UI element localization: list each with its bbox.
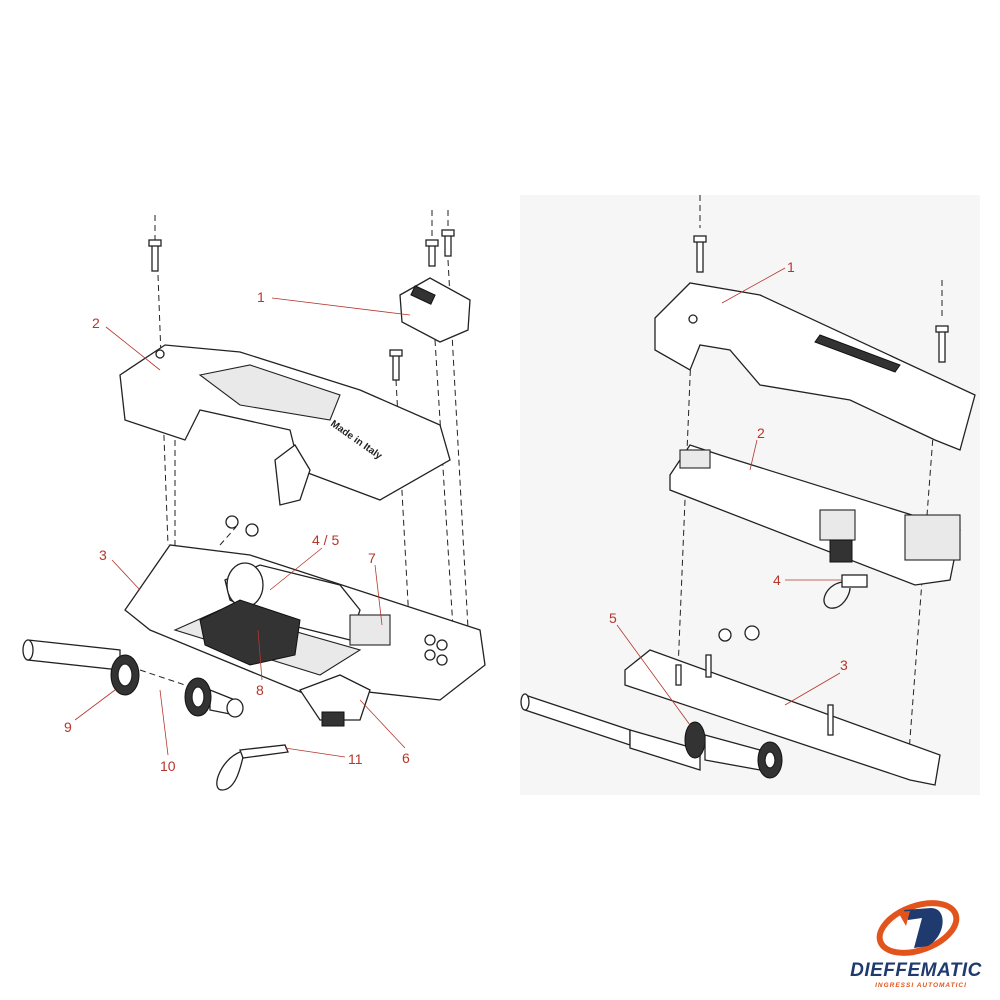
left-callouts: 1 2 3 4 / 5 7 8 9 10 11 6 (64, 289, 411, 774)
logo-emblem (876, 900, 960, 956)
callout-1: 1 (257, 289, 265, 305)
left-assembly: Made in Italy (22, 210, 486, 791)
callout-10: 10 (160, 758, 176, 774)
logo-tagline: INGRESSI AUTOMATICI (875, 982, 967, 989)
part-11-cable (216, 744, 289, 791)
right-assembly (520, 195, 976, 786)
callout-3: 3 (99, 547, 107, 563)
callout-8: 8 (256, 682, 264, 698)
right-callout-5: 5 (609, 610, 617, 626)
part-8-coil (199, 599, 301, 666)
part-2-cover (119, 344, 451, 501)
part-7-terminal (349, 614, 448, 666)
dieffematic-logo: DIEFFEMATIC INGRESSI AUTOMATICI (836, 896, 996, 996)
callout-2: 2 (92, 315, 100, 331)
right-part-4-connector (823, 574, 868, 609)
right-part-1-cover (654, 282, 976, 451)
right-callout-2: 2 (757, 425, 765, 441)
callout-4-5: 4 / 5 (312, 532, 339, 548)
callout-9: 9 (64, 719, 72, 735)
right-callout-3: 3 (840, 657, 848, 673)
right-part-5-gear (684, 721, 706, 759)
right-callouts: 1 2 4 5 3 (609, 259, 848, 726)
callout-7: 7 (368, 550, 376, 566)
part-10-shaft (22, 639, 244, 718)
right-callout-1: 1 (787, 259, 795, 275)
callout-11: 11 (348, 751, 363, 767)
part-1-cap (399, 277, 471, 343)
right-callout-4: 4 (773, 572, 781, 588)
logo-name: DIEFFEMATIC (850, 960, 982, 981)
callout-6: 6 (402, 750, 410, 766)
right-part-3-plate (624, 649, 941, 786)
screw (151, 242, 159, 272)
